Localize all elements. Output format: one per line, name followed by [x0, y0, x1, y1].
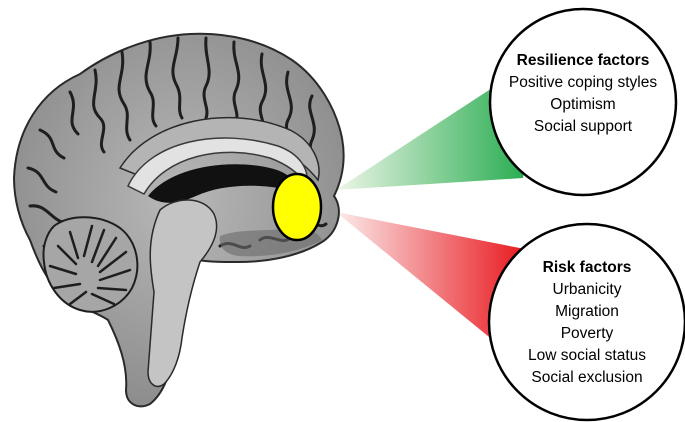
resilience-factors-title: Resilience factors — [516, 52, 650, 69]
resilience-factor-item: Positive coping styles — [508, 74, 658, 91]
highlighted-brain-region — [271, 172, 323, 242]
risk-factor-item: Urbanicity — [552, 281, 622, 298]
brainstem — [147, 199, 218, 388]
resilience-cone — [336, 58, 538, 190]
resilience-factor-item: Optimism — [550, 96, 616, 113]
risk-factor-item: Social exclusion — [531, 369, 643, 386]
lateral-ventricle — [148, 164, 297, 203]
risk-factor-item: Low social status — [527, 347, 647, 364]
resilience-factor-item: Social support — [533, 118, 633, 135]
risk-factor-item: Poverty — [560, 325, 614, 342]
risk-factor-item: Migration — [555, 303, 619, 320]
risk-circle — [487, 222, 685, 422]
resilience-circle — [488, 7, 678, 197]
cerebellum — [42, 216, 139, 313]
brain-sagittal-section — [12, 32, 345, 408]
risk-cone — [336, 212, 530, 368]
resilience-factors-box: Resilience factors Positive coping style… — [492, 50, 674, 138]
risk-factors-box: Risk factors Urbanicity Migration Povert… — [508, 257, 666, 389]
risk-factors-title: Risk factors — [542, 259, 632, 276]
